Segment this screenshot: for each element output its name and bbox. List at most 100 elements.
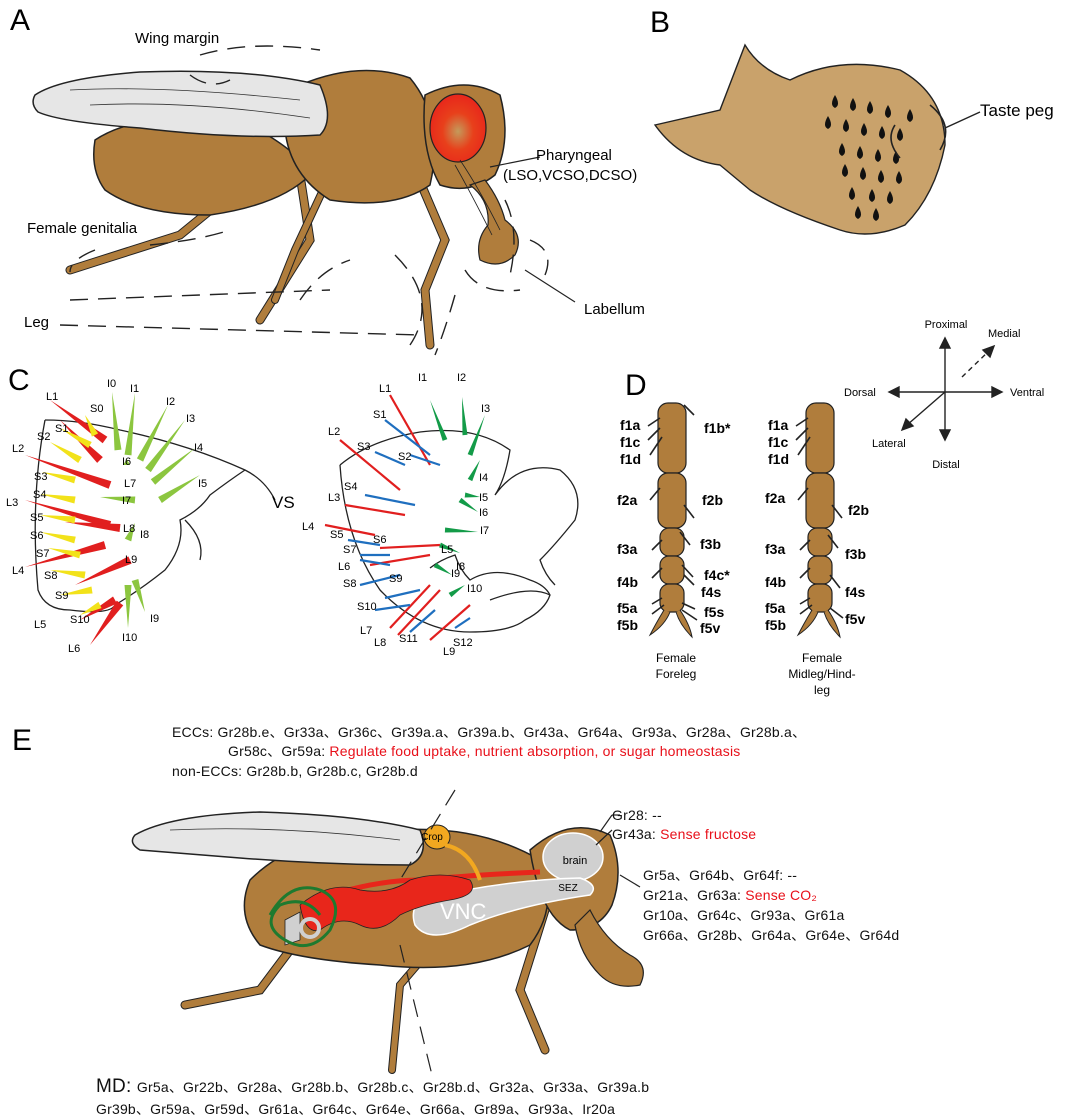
brain-gr43a-line: Gr43a: Sense fructose [612,825,756,843]
left-label-I4: I4 [194,442,203,454]
axis-distal: Distal [932,459,960,471]
foreleg-label-f3a: f3a [617,541,637,557]
right-label-L2: L2 [328,426,340,438]
pharyngeal-label: Pharyngeal [536,147,612,164]
left-label-I9: I9 [150,613,159,625]
sez-line3: Gr10a、Gr64c、Gr93a、Gr61a [643,907,845,923]
pharyngeal-organs-label: (LSO,VCSO,DCSO) [503,167,637,184]
bristle-left-L8 [65,522,121,532]
foreleg-label-f1a: f1a [620,417,640,433]
foreleg-label-f5v: f5v [700,620,720,636]
labellum-label: Labellum [584,301,645,318]
bristle-left-L3 [25,500,112,529]
right-label-I6: I6 [479,507,488,519]
midleg-label-f3b: f3b [845,546,866,562]
bristle-left-I7 [100,496,136,504]
right-label-S1: S1 [373,409,386,421]
bristle-right-L2 [339,439,401,491]
sez-line4: Gr66a、Gr28b、Gr64a、Gr64e、Gr64d [643,927,900,943]
bristle-left-I1 [124,393,135,456]
foreleg-caption-1: Female [656,651,696,665]
brain-gr43a-function: Sense fructose [660,826,757,842]
foreleg-label-f1c: f1c [620,434,640,450]
bristle-left-L9 [75,556,132,585]
bristle-left-S6 [40,532,76,544]
right-label-I8: I8 [456,561,465,573]
bristle-right-I4 [467,460,480,482]
right-label-I7: I7 [480,525,489,537]
crop-label: Crop [421,832,443,843]
leg-label: Leg [24,314,49,331]
sez-co2-receptors: Gr21a、Gr63a: [643,887,746,903]
left-label-L9: L9 [125,554,137,566]
taste-peg-15 [842,164,848,177]
taste-peg-12 [857,146,863,159]
taste-peg-label: Taste peg [980,101,1054,120]
bristle-left-I8 [124,523,135,542]
left-label-S1: S1 [55,423,68,435]
bristle-right-S4 [364,493,416,507]
midleg-label-f1d: f1d [768,451,789,467]
midleg-label-f5v: f5v [845,611,865,627]
bristle-right-I10 [448,585,465,598]
bristle-right-I9 [433,562,452,575]
midleg-sensilla [795,417,844,619]
foreleg-label-f1bstar: f1b* [704,420,731,436]
taste-peg-20 [869,189,875,202]
taste-peg-3 [867,101,873,114]
axis-dorsal: Dorsal [844,387,876,399]
axis-lateral: Lateral [872,438,906,450]
taste-peg-7 [843,119,849,132]
sez-label: SEZ [558,883,577,894]
foreleg-label-f2b: f2b [702,492,723,508]
brain-gr28: Gr28: -- [612,807,662,823]
bristle-right-L7 [389,584,431,629]
midleg-label-f2a: f2a [765,490,785,506]
bristle-right-I7 [444,527,478,533]
right-label-L3: L3 [328,492,340,504]
vnc-label: VNC [440,899,487,924]
foreleg-label-f1d: f1d [620,451,641,467]
bristle-right-S8 [359,573,401,587]
left-label-L6: L6 [68,643,80,655]
left-label-L7: L7 [124,478,136,490]
sez-line2: Gr21a、Gr63a: Sense CO₂ [643,886,817,904]
foreleg-label-f5a: f5a [617,600,637,616]
taste-peg-22 [855,206,861,219]
bristle-right-S5 [347,538,381,547]
right-label-I5: I5 [479,492,488,504]
bristle-left-I6 [123,458,130,466]
foreleg-label-f4s: f4s [701,584,721,600]
midleg-label-f1c: f1c [768,434,788,450]
bristle-right-S10 [374,603,411,612]
taste-peg-6 [825,116,831,129]
taste-peg-4 [885,105,891,118]
right-label-S6: S6 [373,534,386,546]
left-label-L8: L8 [123,523,135,535]
panel-b-labellum [653,43,981,235]
bristle-right-L9 [429,604,471,641]
bristle-right-S2 [409,453,441,467]
foreleg-caption-2: Foreleg [656,667,697,681]
eccs-line2: Gr58c、Gr59a: Regulate food uptake, nutri… [228,742,741,760]
taste-peg-18 [896,171,902,184]
panel-a-label: A [10,4,30,37]
right-label-S5: S5 [330,529,343,541]
right-label-S7: S7 [343,544,356,556]
panel-b-label: B [650,6,670,39]
sez-co2-function: Sense CO₂ [745,887,818,903]
panel-a-fly [32,69,519,350]
midleg-label-f4s: f4s [845,584,865,600]
left-label-L5: L5 [34,619,46,631]
right-label-I3: I3 [481,403,490,415]
bristle-right-S11 [409,609,436,633]
taste-peg-13 [875,149,881,162]
bristle-left-S4 [40,494,76,504]
left-label-I7: I7 [122,495,131,507]
brain-gr43a: Gr43a: [612,826,661,842]
left-label-S3: S3 [34,471,47,483]
taste-peg-5 [907,109,913,122]
bristle-left-S2 [50,442,82,464]
bristle-right-S12 [454,617,471,629]
